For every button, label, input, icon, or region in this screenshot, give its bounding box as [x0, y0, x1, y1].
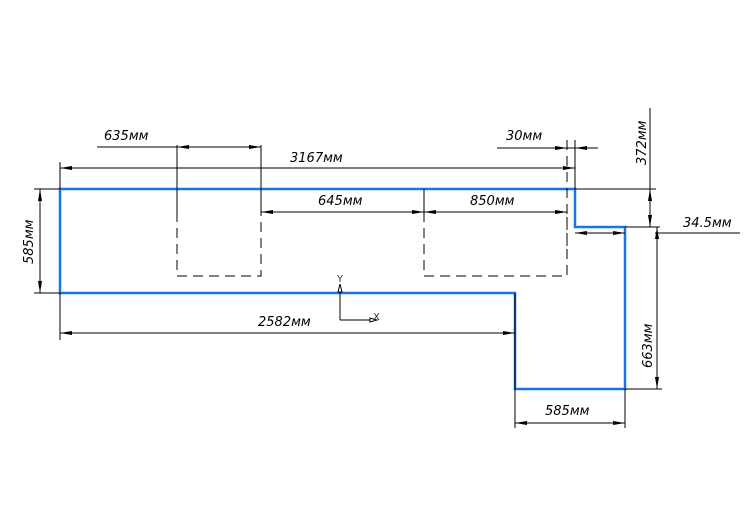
dim-850-label: 850мм [470, 194, 515, 209]
arrow-icon [648, 215, 652, 227]
arrow-icon [177, 145, 189, 149]
arrow-icon [503, 331, 515, 335]
cutout-left-hidden [176, 212, 262, 277]
arrow-icon [38, 281, 42, 293]
arrow-icon [60, 166, 72, 170]
arrow-icon [424, 210, 436, 214]
arrow-icon [515, 421, 527, 425]
arrow-icon [412, 210, 424, 214]
dim-645-label: 645мм [318, 194, 363, 209]
arrow-icon [563, 166, 575, 170]
arrow-icon [60, 331, 72, 335]
arrow-icon [249, 145, 261, 149]
arrow-icon [648, 189, 652, 201]
dim-585-left-label: 585мм [22, 219, 37, 264]
arrow-icon [261, 210, 273, 214]
arrow-icon [655, 377, 659, 389]
dim-663-label: 663мм [641, 323, 656, 368]
axis-x-label: X [373, 312, 380, 323]
arrow-icon [613, 231, 625, 235]
dim-585-bottom-label: 585мм [545, 404, 590, 419]
dim-3167-label: 3167мм [290, 151, 343, 166]
arrow-icon [613, 421, 625, 425]
ucs-origin-icon: Y X [336, 274, 380, 323]
dim-345-label: 34.5мм [683, 216, 732, 231]
arrow-icon [655, 227, 659, 239]
arrow-icon [575, 146, 587, 150]
countertop-outline[interactable] [58, 187, 627, 391]
arrow-icon [555, 210, 567, 214]
arrow-icon [555, 146, 567, 150]
arrow-icon [38, 189, 42, 201]
dim-2582-label: 2582мм [258, 315, 311, 330]
axis-y-label: Y [336, 274, 344, 285]
arrow-icon [575, 231, 587, 235]
dim-30-label: 30мм [506, 129, 542, 144]
dim-635-label: 635мм [104, 129, 149, 144]
cutout-right-hidden [423, 212, 568, 277]
dim-372-label: 372мм [635, 120, 650, 165]
